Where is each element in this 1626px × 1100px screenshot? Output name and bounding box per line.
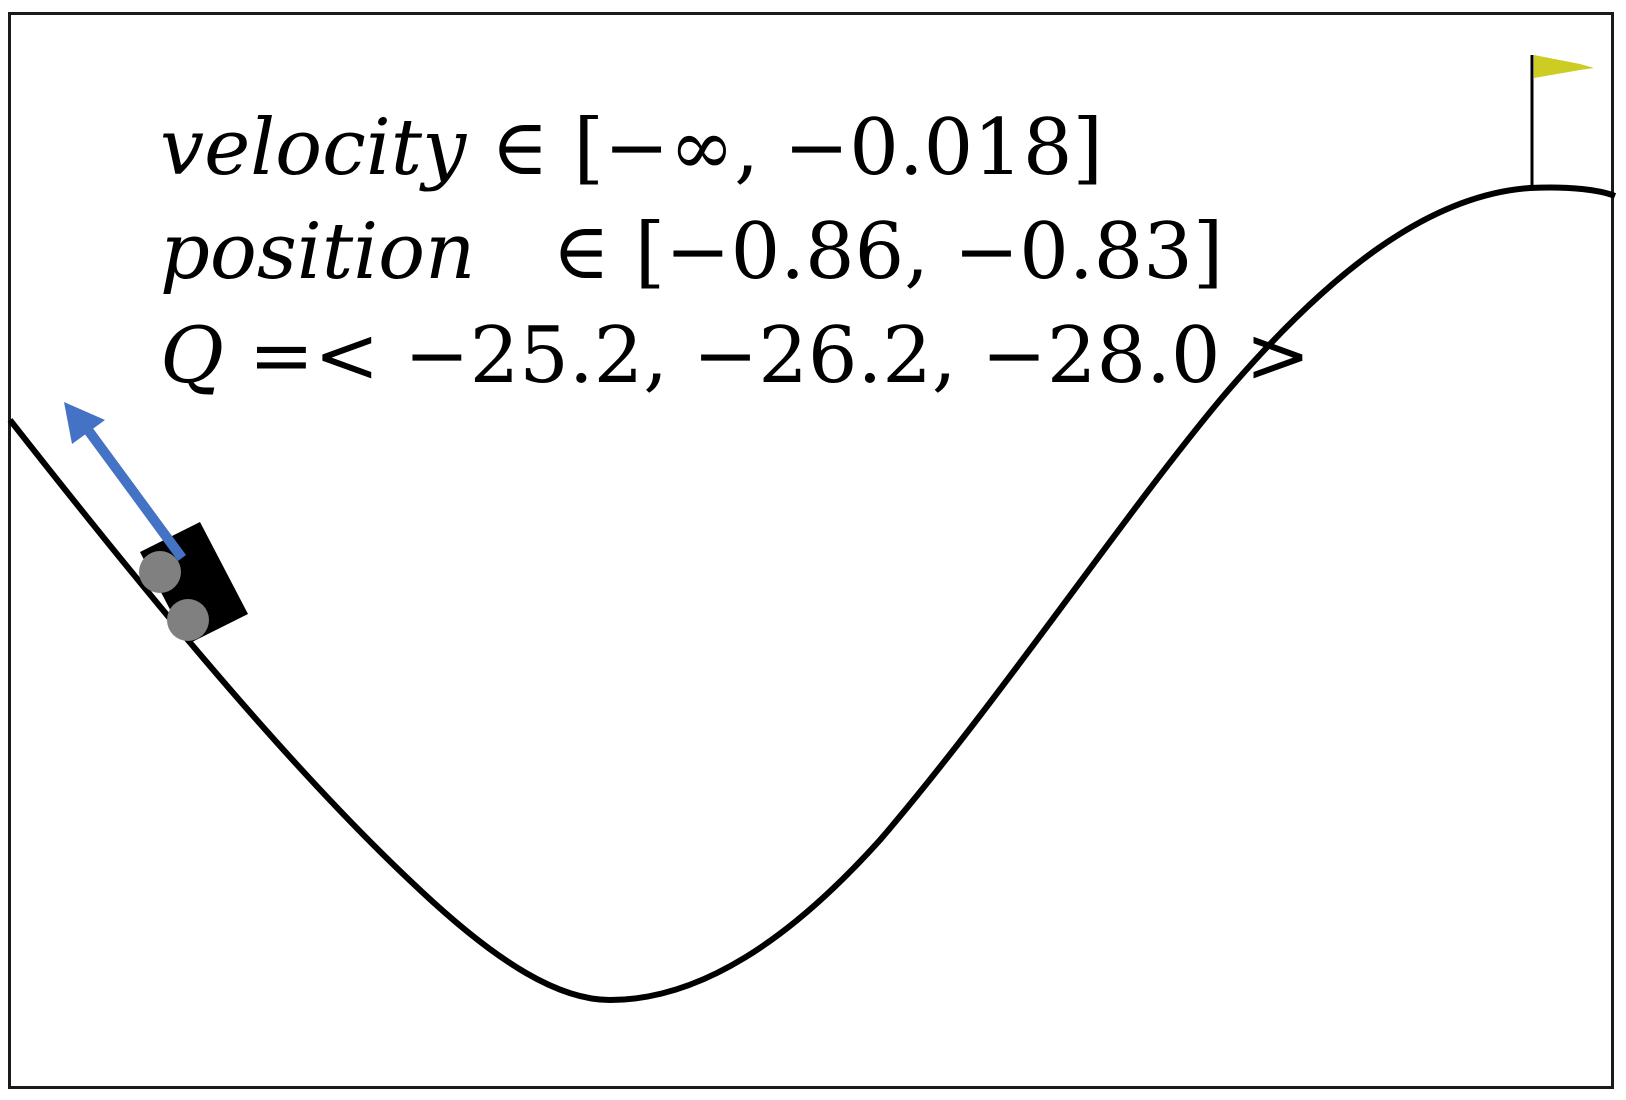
- car-rear-wheel: [139, 551, 181, 593]
- q-label: Q: [160, 311, 224, 401]
- q-values-line: Q =< −25.2, −26.2, −28.0 >: [160, 304, 1311, 408]
- velocity-range: [−∞, −0.018]: [573, 103, 1103, 193]
- mountain-track: [7, 184, 1617, 1004]
- car-front-wheel: [167, 599, 209, 641]
- position-line: position ∈ [−0.86, −0.83]: [160, 200, 1311, 304]
- flag-icon: [1530, 55, 1594, 188]
- position-member-symbol: ∈: [552, 207, 610, 297]
- velocity-label: velocity: [160, 103, 467, 193]
- action-arrow-icon: [64, 402, 187, 561]
- position-range: [−0.86, −0.83]: [634, 207, 1224, 297]
- velocity-line: velocity ∈ [−∞, −0.018]: [160, 96, 1311, 200]
- car: [139, 522, 248, 644]
- position-label: position: [160, 207, 476, 297]
- state-annotation: velocity ∈ [−∞, −0.018] position ∈ [−0.8…: [160, 96, 1311, 408]
- q-values-expression: =< −25.2, −26.2, −28.0 >: [248, 311, 1311, 401]
- velocity-member-symbol: ∈: [490, 103, 549, 193]
